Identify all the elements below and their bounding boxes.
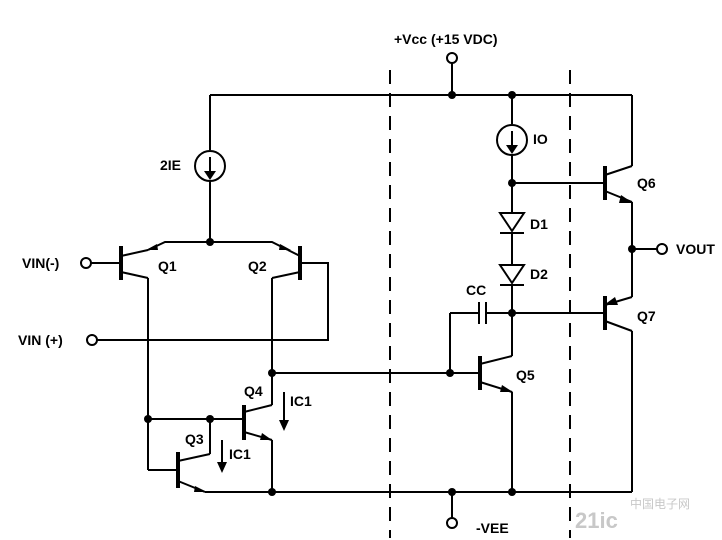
d2-label: D2: [530, 266, 548, 282]
bias-current-label: IO: [533, 131, 548, 147]
transistor-q5: [478, 355, 513, 492]
vcc-label: +Vcc (+15 VDC): [394, 31, 498, 47]
vin-plus-label: VIN (+): [18, 332, 63, 348]
transistor-q3: [147, 419, 211, 493]
vout-label: VOUT: [676, 241, 715, 257]
tail-current-source: [194, 95, 226, 246]
transistor-q4: [144, 373, 273, 492]
q6-label: Q6: [637, 175, 656, 191]
watermark-text: 中国电子网: [630, 496, 690, 511]
transistor-q1: [80, 246, 149, 419]
watermark: 21ic 中国电子网: [575, 496, 690, 533]
q2-label: Q2: [248, 258, 267, 274]
diff-pair-emitter-bus: [147, 241, 289, 251]
d1-label: D1: [530, 216, 548, 232]
q3-label: Q3: [185, 431, 204, 447]
watermark-logo: 21ic: [575, 508, 618, 533]
transistor-q2: [86, 246, 329, 373]
ic1-arrow-q3: [217, 440, 227, 473]
q4-label: Q4: [244, 383, 263, 399]
q2-collector-node: [268, 369, 478, 377]
ic1-label-q4: IC1: [290, 393, 312, 409]
transistor-q7: [603, 296, 633, 492]
transistor-q6: [603, 95, 668, 297]
bias-current-source: [496, 95, 605, 213]
compensation-capacitor: [449, 302, 512, 373]
ic1-label-q3: IC1: [229, 446, 251, 462]
q5-label: Q5: [516, 367, 535, 383]
vee-label: -VEE: [476, 520, 509, 536]
diode-d1: [498, 212, 526, 265]
cc-label: CC: [466, 282, 486, 298]
ic1-arrow-q4: [279, 392, 289, 431]
diode-d2: [498, 264, 605, 356]
vcc-rail: [210, 52, 632, 99]
vin-minus-label: VIN(-): [22, 255, 59, 271]
q1-label: Q1: [158, 258, 177, 274]
vee-rail: [205, 488, 632, 529]
tail-current-label: 2IE: [160, 157, 181, 173]
q7-label: Q7: [637, 308, 656, 324]
